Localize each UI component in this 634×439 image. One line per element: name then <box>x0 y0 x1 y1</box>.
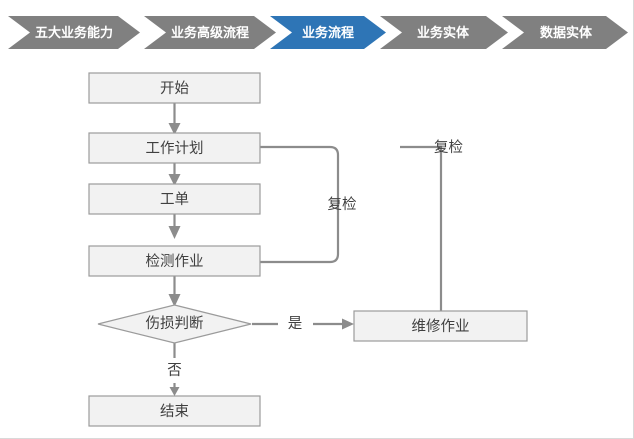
breadcrumb-item-0[interactable]: 五大业务能力 <box>8 16 140 49</box>
breadcrumb-label-2: 业务流程 <box>302 25 354 40</box>
breadcrumb-chevron-0 <box>8 16 140 49</box>
node-damage-decision[interactable]: 伤损判断 <box>97 304 252 344</box>
edge-label-reinspect-inner: 复检 <box>328 195 357 213</box>
node-end-label: 结束 <box>160 403 189 420</box>
edge-repair-to-plan-reinspect: 复检 <box>400 138 463 311</box>
breadcrumb-chevron-2 <box>270 16 386 49</box>
node-work-order-label: 工单 <box>160 191 189 208</box>
node-inspection-task-label: 检测作业 <box>146 253 204 270</box>
breadcrumb-item-4[interactable]: 数据实体 <box>502 16 628 49</box>
edge-label-yes: 是 <box>288 316 303 332</box>
node-start-label: 开始 <box>160 80 189 97</box>
edge-decision-to-repair: 是 <box>252 316 354 332</box>
breadcrumb-item-1[interactable]: 业务高级流程 <box>144 16 276 49</box>
breadcrumb-chevron-3 <box>380 16 508 49</box>
edge-start-to-plan <box>168 103 181 135</box>
node-start[interactable]: 开始 <box>88 72 261 104</box>
node-end[interactable]: 结束 <box>88 395 261 427</box>
edge-workorder-to-inspect <box>168 213 181 239</box>
breadcrumb-item-3[interactable]: 业务实体 <box>380 16 508 49</box>
edge-label-reinspect-outer: 复检 <box>434 138 463 156</box>
breadcrumb-label-4: 数据实体 <box>540 25 593 40</box>
node-inspection-task[interactable]: 检测作业 <box>88 245 261 277</box>
node-damage-decision-label: 伤损判断 <box>146 315 204 332</box>
node-work-plan[interactable]: 工作计划 <box>88 132 261 164</box>
breadcrumb-item-2[interactable]: 业务流程 <box>270 16 386 49</box>
node-repair-task-label: 维修作业 <box>412 318 470 335</box>
node-work-order[interactable]: 工单 <box>88 183 261 215</box>
breadcrumb: 五大业务能力 业务高级流程 业务流程 业务实体 数据实体 <box>0 0 633 62</box>
breadcrumb-label-3: 业务实体 <box>417 25 470 40</box>
node-repair-task[interactable]: 维修作业 <box>353 310 528 342</box>
edge-plan-to-workorder <box>168 162 181 186</box>
node-work-plan-label: 工作计划 <box>146 140 204 157</box>
edge-inspect-to-decision <box>168 275 181 307</box>
edge-decision-to-end: 否 <box>167 341 182 396</box>
breadcrumb-label-0: 五大业务能力 <box>35 25 113 40</box>
breadcrumb-label-1: 业务高级流程 <box>171 25 249 40</box>
breadcrumb-chevron-4 <box>502 16 628 49</box>
breadcrumb-chevron-1 <box>144 16 276 49</box>
edge-label-no: 否 <box>167 363 182 379</box>
